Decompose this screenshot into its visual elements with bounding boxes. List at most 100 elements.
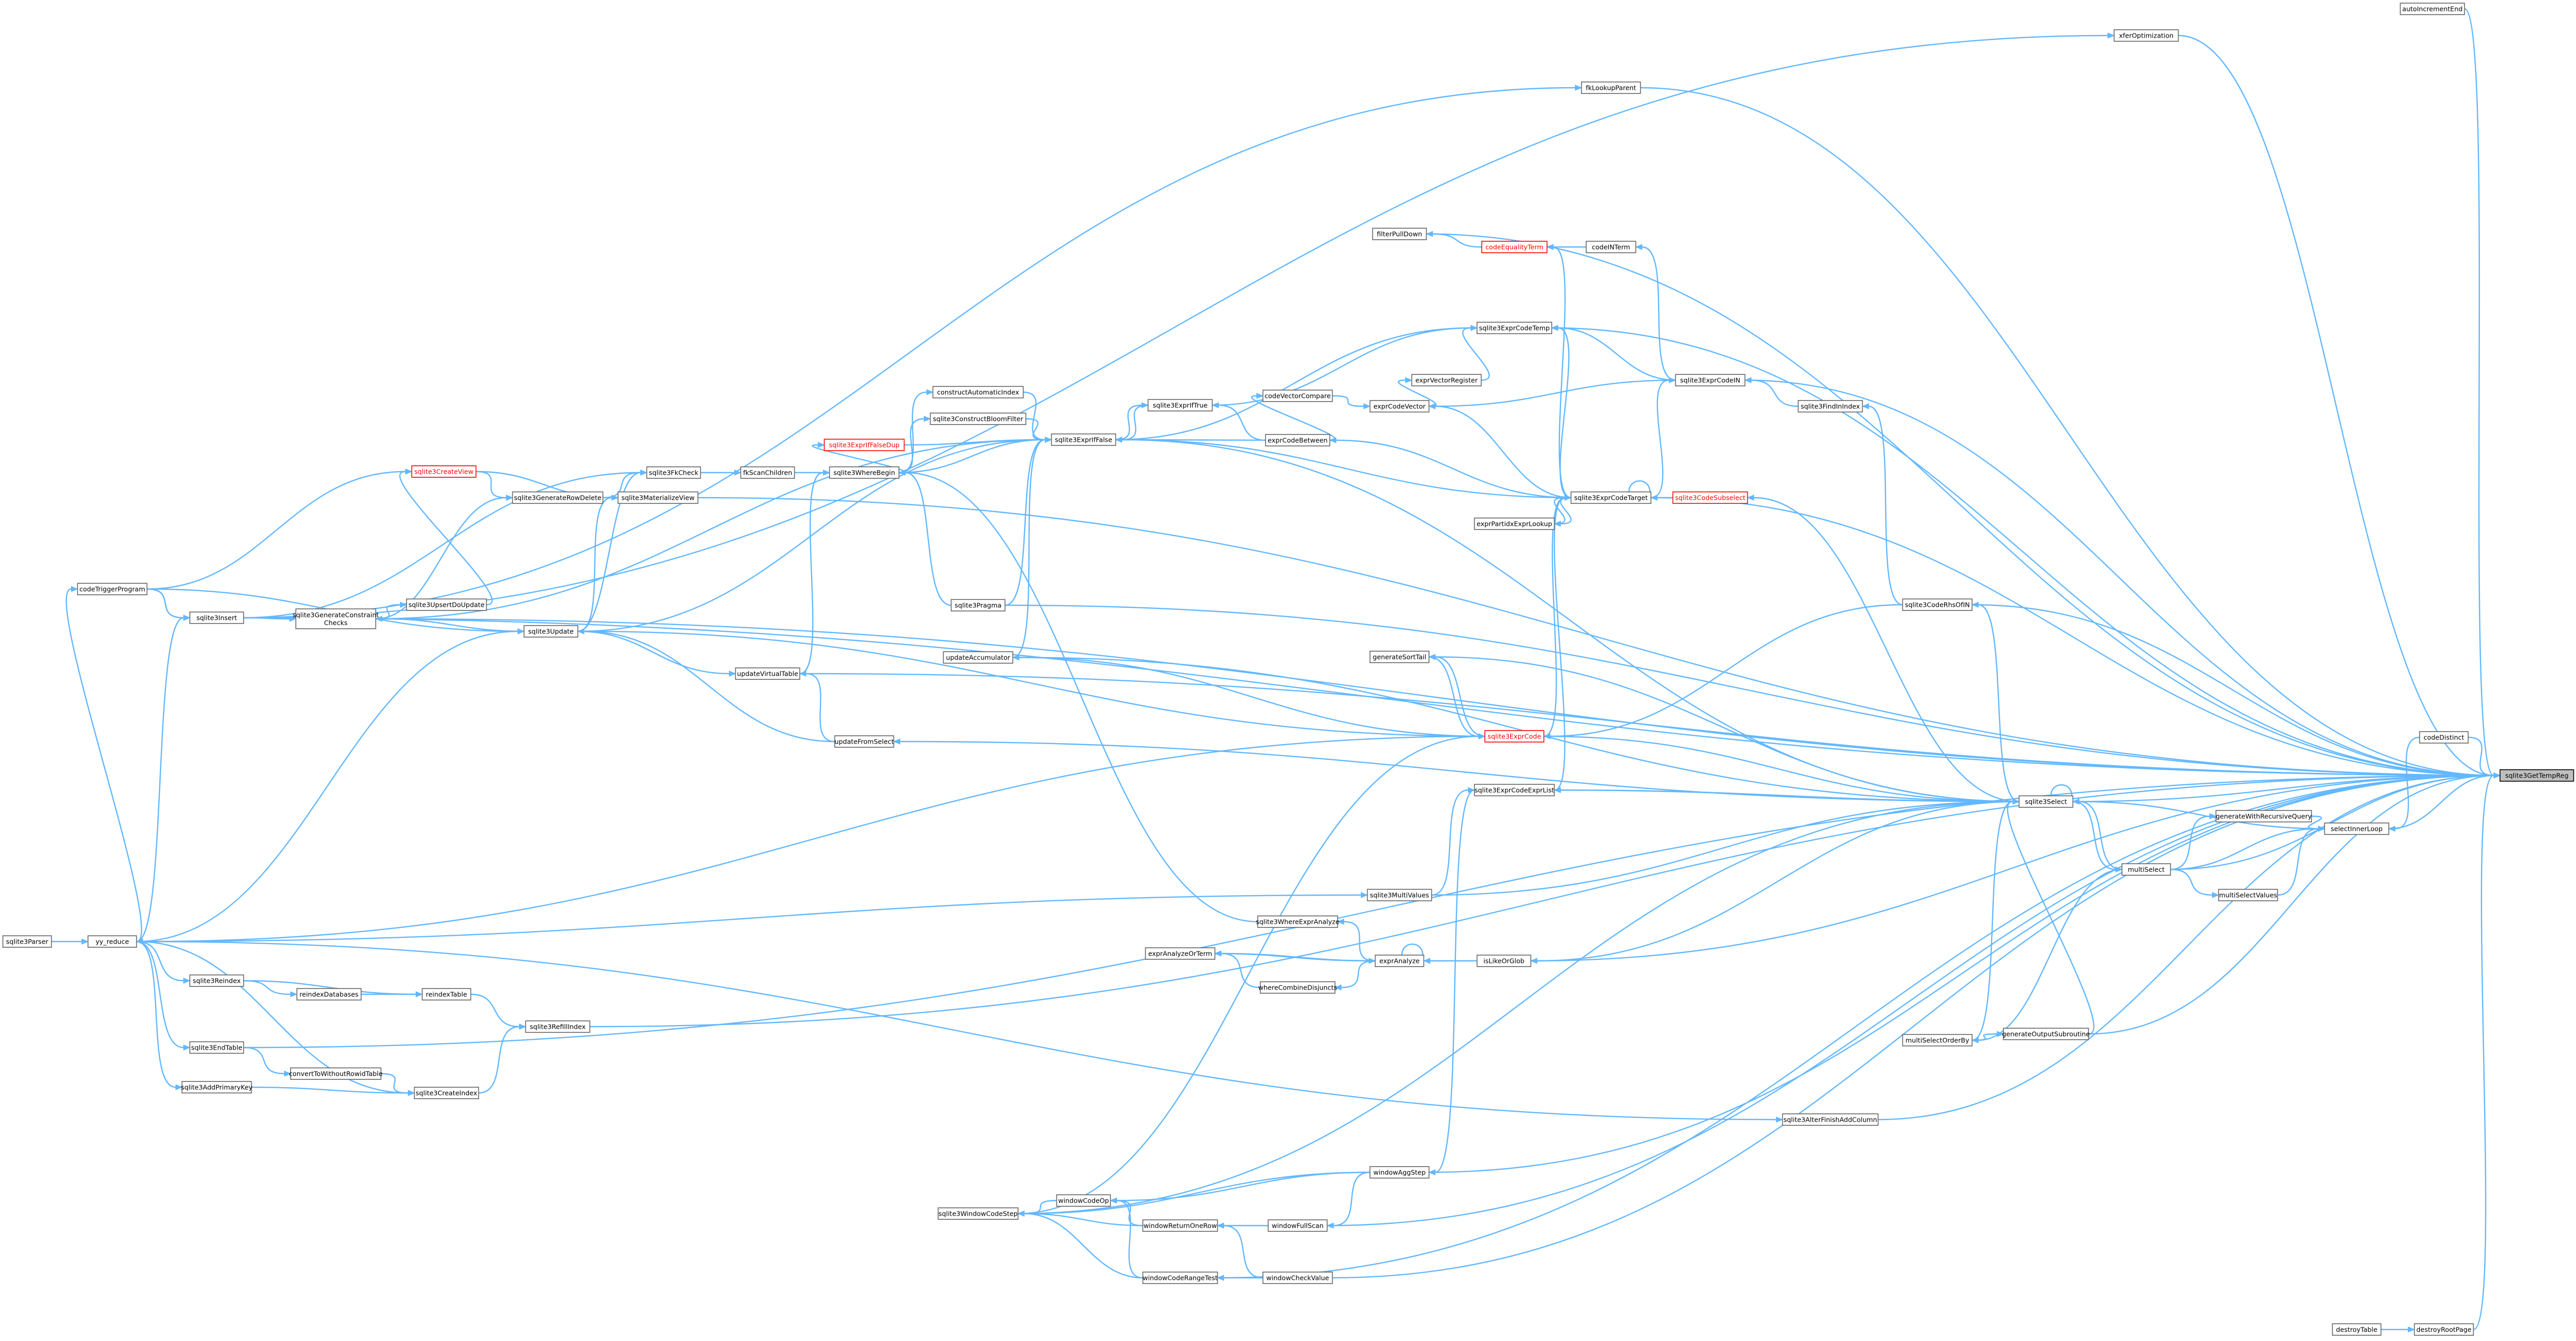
- node-expr-analyze[interactable]: exprAnalyze: [1374, 955, 1425, 967]
- node-sqlite3-refill-index[interactable]: sqlite3RefillIndex: [525, 1020, 591, 1033]
- node-is-like-or-glob[interactable]: isLikeOrGlob: [1476, 955, 1532, 967]
- node-select-inner-loop[interactable]: selectInnerLoop: [2324, 822, 2390, 835]
- node-reindex-table[interactable]: reindexTable: [421, 988, 472, 1001]
- node-label: constructAutomaticIndex: [937, 389, 1019, 396]
- node-construct-automatic-index[interactable]: constructAutomaticIndex: [932, 386, 1024, 398]
- node-sqlite3-expr-if-true[interactable]: sqlite3ExprIfTrue: [1147, 399, 1213, 411]
- node-window-return-one-row[interactable]: windowReturnOneRow: [1142, 1219, 1218, 1232]
- node-sqlite3-expr-code-expr-list[interactable]: sqlite3ExprCodeExprList: [1474, 784, 1555, 796]
- node-multi-select[interactable]: multiSelect: [2121, 863, 2171, 876]
- node-window-check-value[interactable]: windowCheckValue: [1262, 1272, 1333, 1284]
- node-sqlite3-construct-bloom-filter[interactable]: sqlite3ConstructBloomFilter: [930, 413, 1027, 425]
- node-sqlite3-upsert-do-update[interactable]: sqlite3UpsertDoUpdate: [406, 598, 487, 611]
- arrowhead: [405, 468, 413, 475]
- node-root[interactable]: sqlite3GetTempReg: [2499, 769, 2574, 782]
- node-box: [1265, 434, 1331, 446]
- node-label: sqlite3ExprCodeTarget: [1574, 494, 1648, 502]
- call-edge-sqlite3-expr-code-target-to-sqlite3-expr-code-target: [1628, 480, 1651, 492]
- node-reindex-databases[interactable]: reindexDatabases: [296, 988, 362, 1001]
- arrowhead: [416, 991, 423, 997]
- call-edge-sqlite3-where-begin-to-sqlite3-expr-if-false: [899, 439, 1045, 474]
- node-sqlite3-expr-code-in[interactable]: sqlite3ExprCodeIN: [1675, 374, 1746, 386]
- arrowhead: [2408, 1326, 2415, 1333]
- node-destroy-table[interactable]: destroyTable: [2332, 1323, 2382, 1336]
- node-sqlite3-expr-code[interactable]: sqlite3ExprCode: [1484, 730, 1545, 743]
- call-edge-destroy-root-page-to-root: [2473, 774, 2494, 1331]
- arrowhead: [924, 416, 931, 422]
- node-sqlite3-insert[interactable]: sqlite3Insert: [189, 611, 244, 624]
- node-update-from-select[interactable]: updateFromSelect: [834, 735, 895, 748]
- arrowhead: [175, 1084, 183, 1090]
- node-box: [1675, 374, 1746, 386]
- node-update-accumulator[interactable]: updateAccumulator: [943, 651, 1014, 664]
- call-edge-window-code-range-test-to-sqlite3-window-code-step: [1024, 1213, 1143, 1279]
- node-expr-vector-register[interactable]: exprVectorRegister: [1411, 374, 1482, 386]
- node-filter-pull-down[interactable]: filterPullDown: [1372, 228, 1427, 240]
- node-window-code-op[interactable]: windowCodeOp: [1056, 1194, 1111, 1207]
- call-edge-yy-reduce-to-sqlite3-add-primary-key: [136, 940, 176, 1088]
- node-sqlite3-reindex[interactable]: sqlite3Reindex: [189, 974, 244, 987]
- node-sqlite3-create-view[interactable]: sqlite3CreateView: [411, 465, 477, 478]
- node-generate-sort-tail[interactable]: generateSortTail: [1369, 651, 1430, 663]
- node-where-combine-disjuncts[interactable]: whereCombineDisjuncts: [1258, 981, 1337, 994]
- arrowhead: [71, 586, 78, 592]
- node-sqlite3-expr-code-target[interactable]: sqlite3ExprCodeTarget: [1570, 491, 1652, 504]
- node-generate-output-subroutine[interactable]: generateOutputSubroutine: [2002, 1028, 2090, 1040]
- call-edge-sqlite3-generate-constraint-checks-to-sqlite3-generate-row-delete: [375, 497, 507, 620]
- node-window-code-range-test[interactable]: windowCodeRangeTest: [1142, 1272, 1218, 1284]
- node-sqlite3-code-subselect[interactable]: sqlite3CodeSubselect: [1672, 491, 1748, 504]
- node-fk-lookup-parent[interactable]: fkLookupParent: [1581, 81, 1641, 94]
- node-auto-increment-end[interactable]: autoIncrementEnd: [2399, 3, 2465, 15]
- node-code-interm[interactable]: codeINTerm: [1585, 241, 1637, 253]
- node-sqlite3-window-code-step[interactable]: sqlite3WindowCodeStep: [937, 1207, 1019, 1220]
- node-window-agg-step[interactable]: windowAggStep: [1369, 1166, 1430, 1179]
- node-sqlite3-find-in-index[interactable]: sqlite3FindInIndex: [1797, 400, 1863, 413]
- node-box: [1262, 1272, 1333, 1284]
- node-expr-code-vector[interactable]: exprCodeVector: [1369, 400, 1430, 413]
- node-sqlite3-add-primary-key[interactable]: sqlite3AddPrimaryKey: [181, 1081, 253, 1093]
- arrowhead: [183, 978, 191, 984]
- node-sqlite3-update[interactable]: sqlite3Update: [523, 625, 579, 638]
- node-label: windowCheckValue: [1266, 1274, 1330, 1282]
- call-edge-sqlite3-where-begin-to-sqlite3-construct-bloom-filter: [899, 418, 924, 474]
- node-sqlite3-where-expr-analyze[interactable]: sqlite3WhereExprAnalyze: [1256, 915, 1339, 928]
- call-edge-sqlite3-pragma-to-sqlite3-expr-if-false: [1005, 439, 1045, 606]
- call-edge-yy-reduce-to-sqlite3-reindex: [136, 940, 184, 982]
- node-generate-with-recursive-query[interactable]: generateWithRecursiveQuery: [2215, 810, 2312, 822]
- node-sqlite3-expr-if-false[interactable]: sqlite3ExprIfFalse: [1051, 433, 1116, 446]
- call-edge-code-distinct-to-select-inner-loop: [2395, 736, 2420, 830]
- node-xfer-optimization[interactable]: xferOptimization: [2113, 29, 2179, 42]
- node-sqlite3-multi-values[interactable]: sqlite3MultiValues: [1367, 889, 1432, 901]
- node-multi-select-order-by[interactable]: multiSelectOrderBy: [1902, 1034, 1973, 1046]
- node-sqlite3-expr-if-false-dup[interactable]: sqlite3ExprIfFalseDup: [824, 439, 905, 451]
- node-sqlite3-generate-row-delete[interactable]: sqlite3GenerateRowDelete: [512, 491, 604, 504]
- node-sqlite3-materialize-view[interactable]: sqlite3MaterializeView: [617, 491, 699, 504]
- node-multi-select-values[interactable]: multiSelectValues: [2218, 889, 2278, 901]
- call-edge-sqlite3-construct-bloom-filter-to-sqlite3-expr-if-false: [1026, 418, 1045, 441]
- node-sqlite3-pragma[interactable]: sqlite3Pragma: [950, 599, 1006, 611]
- node-update-virtual-table[interactable]: updateVirtualTable: [735, 667, 801, 680]
- node-sqlite3-create-index[interactable]: sqlite3CreateIndex: [414, 1087, 479, 1099]
- node-sqlite3-expr-code-temp[interactable]: sqlite3ExprCodeTemp: [1476, 322, 1552, 334]
- node-sqlite3-select[interactable]: sqlite3Select: [2018, 795, 2074, 808]
- node-sqlite3-code-rhs-of-in[interactable]: sqlite3CodeRhsOfIN: [1902, 598, 1973, 611]
- node-destroy-root-page[interactable]: destroyRootPage: [2414, 1323, 2474, 1336]
- node-label: updateFromSelect: [834, 738, 894, 746]
- node-convert-to-without-rowid-table[interactable]: convertToWithoutRowidTable: [289, 1067, 383, 1080]
- node-code-vector-compare[interactable]: codeVectorCompare: [1262, 390, 1333, 402]
- node-code-trigger-program[interactable]: codeTriggerProgram: [77, 583, 148, 595]
- node-sqlite3-parser[interactable]: sqlite3Parser: [2, 935, 52, 948]
- node-sqlite3-alter-finish-add-column[interactable]: sqlite3AlterFinishAddColumn: [1782, 1113, 1879, 1126]
- node-expr-analyze-or-term[interactable]: exprAnalyzeOrTerm: [1145, 947, 1216, 960]
- node-fk-scan-children[interactable]: fkScanChildren: [740, 466, 795, 479]
- node-yy-reduce[interactable]: yy_reduce: [87, 935, 137, 948]
- node-window-full-scan[interactable]: windowFullScan: [1267, 1219, 1328, 1232]
- node-sqlite3-fk-check[interactable]: sqlite3FkCheck: [646, 466, 701, 479]
- node-sqlite3-where-begin[interactable]: sqlite3WhereBegin: [829, 466, 900, 479]
- node-code-equality-term[interactable]: codeEqualityTerm: [1481, 241, 1548, 253]
- node-sqlite3-end-table[interactable]: sqlite3EndTable: [189, 1041, 244, 1054]
- node-expr-code-between[interactable]: exprCodeBetween: [1265, 434, 1331, 446]
- node-expr-partidx-expr-lookup[interactable]: exprPartidxExprLookup: [1474, 517, 1555, 530]
- node-code-distinct[interactable]: codeDistinct: [2419, 731, 2469, 744]
